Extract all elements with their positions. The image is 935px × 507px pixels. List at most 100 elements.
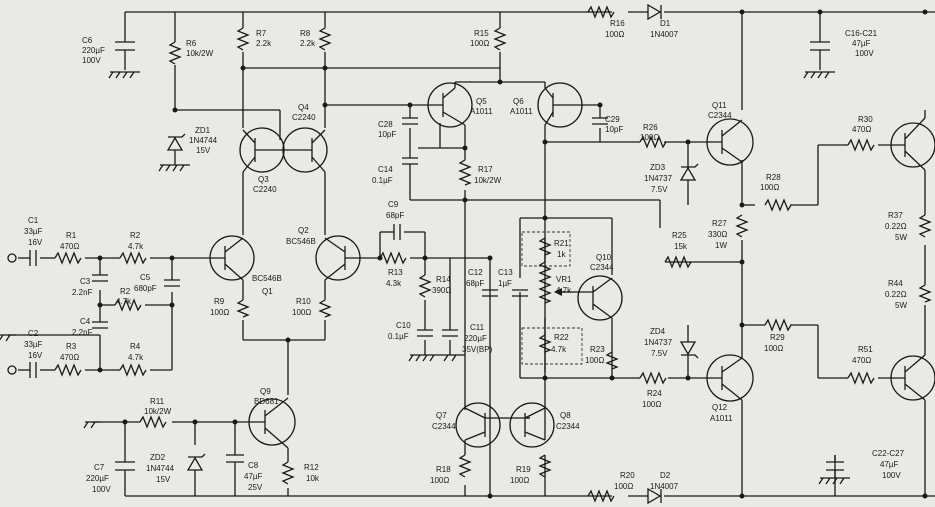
label-C6-value: 220µF <box>82 46 105 55</box>
label-Q9-ref: Q9 <box>260 387 271 396</box>
label-C13-ref: C13 <box>498 268 513 277</box>
label-R22-ref: R22 <box>554 333 569 342</box>
resistor-R51 <box>847 371 875 385</box>
label-Q11-ref: Q11 <box>712 101 727 110</box>
resistor-R4 <box>119 363 147 377</box>
label-Q7-ref: Q7 <box>436 411 447 420</box>
label-Q8-value: C2344 <box>556 422 580 431</box>
resistor-R1 <box>54 251 82 265</box>
resistor-R18 <box>458 454 472 478</box>
ground-symbol <box>158 164 190 172</box>
resistor-R6 <box>168 41 182 65</box>
resistor-R23 <box>605 351 619 370</box>
resistor-R26 <box>639 135 667 149</box>
resistor-R29 <box>764 318 792 332</box>
label-C11-rating: 35V(BP) <box>462 345 493 354</box>
label-C14-value: 0.1µF <box>372 176 393 185</box>
capacitor-C22 <box>826 455 844 478</box>
label-C8-value: 47µF <box>244 472 263 481</box>
capacitor-C13 <box>512 289 528 297</box>
label-C16-ref: C16-C21 <box>845 29 878 38</box>
label-Q1-ref: Q1 <box>262 287 273 296</box>
label-R27-rating: 1W <box>715 241 727 250</box>
label-R13-value: 4.3k <box>386 279 402 288</box>
label-R37-rating: 5W <box>895 233 907 242</box>
resistors <box>54 5 932 503</box>
label-R1-value: 470Ω <box>60 242 79 251</box>
label-C10-ref: C10 <box>396 321 411 330</box>
label-Q6-ref: Q6 <box>513 97 524 106</box>
label-C16-rating: 100V <box>855 49 874 58</box>
label-Q11-value: C2344 <box>708 111 732 120</box>
resistor-R12 <box>281 461 295 485</box>
input-terminal-plus <box>7 253 17 263</box>
label-R18-value: 100Ω <box>430 476 449 485</box>
label-ZD2-rating: 15V <box>156 475 171 484</box>
resistor-R5 <box>114 298 142 312</box>
label-R14-ref: R14 <box>436 275 451 284</box>
label-ZD3-rating: 7.5V <box>651 185 668 194</box>
label-R51-ref: R51 <box>858 345 873 354</box>
label-Q2-value: BC546B <box>286 237 316 246</box>
input-terminals[interactable] <box>7 253 17 375</box>
dashed-box-R21 <box>521 231 571 267</box>
label-R9-value: 100Ω <box>210 308 229 317</box>
capacitor-C6 <box>115 41 135 56</box>
ground-symbol <box>440 354 465 362</box>
label-D2-value: 1N4007 <box>650 482 679 491</box>
input-terminal-minus <box>7 365 17 375</box>
label-C8-ref: C8 <box>248 461 259 470</box>
resistor-R9 <box>236 299 250 318</box>
capacitor-C7 <box>115 445 135 480</box>
label-Q10-value: C2344 <box>590 263 614 272</box>
transistor-output-lower <box>890 354 935 401</box>
resistor-R27 <box>735 214 749 238</box>
label-R20-ref: R20 <box>620 471 635 480</box>
label-R27-ref: R27 <box>712 219 727 228</box>
label-R19-value: 100Ω <box>510 476 529 485</box>
transistor-Q4 <box>280 127 328 173</box>
label-D1-ref: D1 <box>660 19 671 28</box>
resistor-R20 <box>587 489 615 503</box>
label-R44-value: 0.22Ω <box>885 290 907 299</box>
label-C6-rating: 100V <box>82 56 101 65</box>
resistor-R21 <box>538 237 552 256</box>
label-R1-ref: R1 <box>66 231 77 240</box>
ground-symbol <box>83 421 100 429</box>
labels: C6 220µF 100V R6 10k/2W R7 2.2k R8 2.2k … <box>24 19 907 494</box>
zener-ZD4 <box>679 341 699 359</box>
label-C28-ref: C28 <box>378 120 393 129</box>
label-ZD1-value: 1N4744 <box>189 136 218 145</box>
label-ZD4-rating: 7.5V <box>651 349 668 358</box>
label-C13-value: 1µF <box>498 279 512 288</box>
label-R16-value: 100Ω <box>605 30 624 39</box>
label-Q5-ref: Q5 <box>476 97 487 106</box>
label-R6-ref: R6 <box>186 39 197 48</box>
label-R28-value: 100Ω <box>760 183 779 192</box>
resistor-R19 <box>538 454 552 478</box>
label-ZD3-ref: ZD3 <box>650 163 666 172</box>
capacitor-C1 <box>29 250 37 266</box>
label-Q1-value: BC546B <box>252 274 282 283</box>
label-Q7-value: C2344 <box>432 422 456 431</box>
label-C2-ref: C2 <box>28 329 39 338</box>
transistor-Q6 <box>537 82 583 128</box>
label-R4-value: 4.7k <box>128 353 144 362</box>
label-R19-ref: R19 <box>516 465 531 474</box>
label-C2-rating: 16V <box>28 351 43 360</box>
transistor-Q1 <box>209 235 255 281</box>
label-C5-ref: C5 <box>140 273 151 282</box>
label-ZD1-ref: ZD1 <box>195 126 211 135</box>
label-R26-value: 100Ω <box>640 133 659 142</box>
label-C22-rating: 100V <box>882 471 901 480</box>
capacitor-C10 <box>417 329 433 337</box>
label-R10-ref: R10 <box>296 297 311 306</box>
label-Q5-value: A1011 <box>470 107 493 116</box>
resistor-R2 <box>119 251 147 265</box>
label-C6-ref: C6 <box>82 36 93 45</box>
label-C14-ref: C14 <box>378 165 393 174</box>
capacitor-C3 <box>92 274 108 282</box>
label-ZD4-value: 1N4737 <box>644 338 673 347</box>
capacitor-C11 <box>442 329 458 337</box>
label-R10-value: 100Ω <box>292 308 311 317</box>
